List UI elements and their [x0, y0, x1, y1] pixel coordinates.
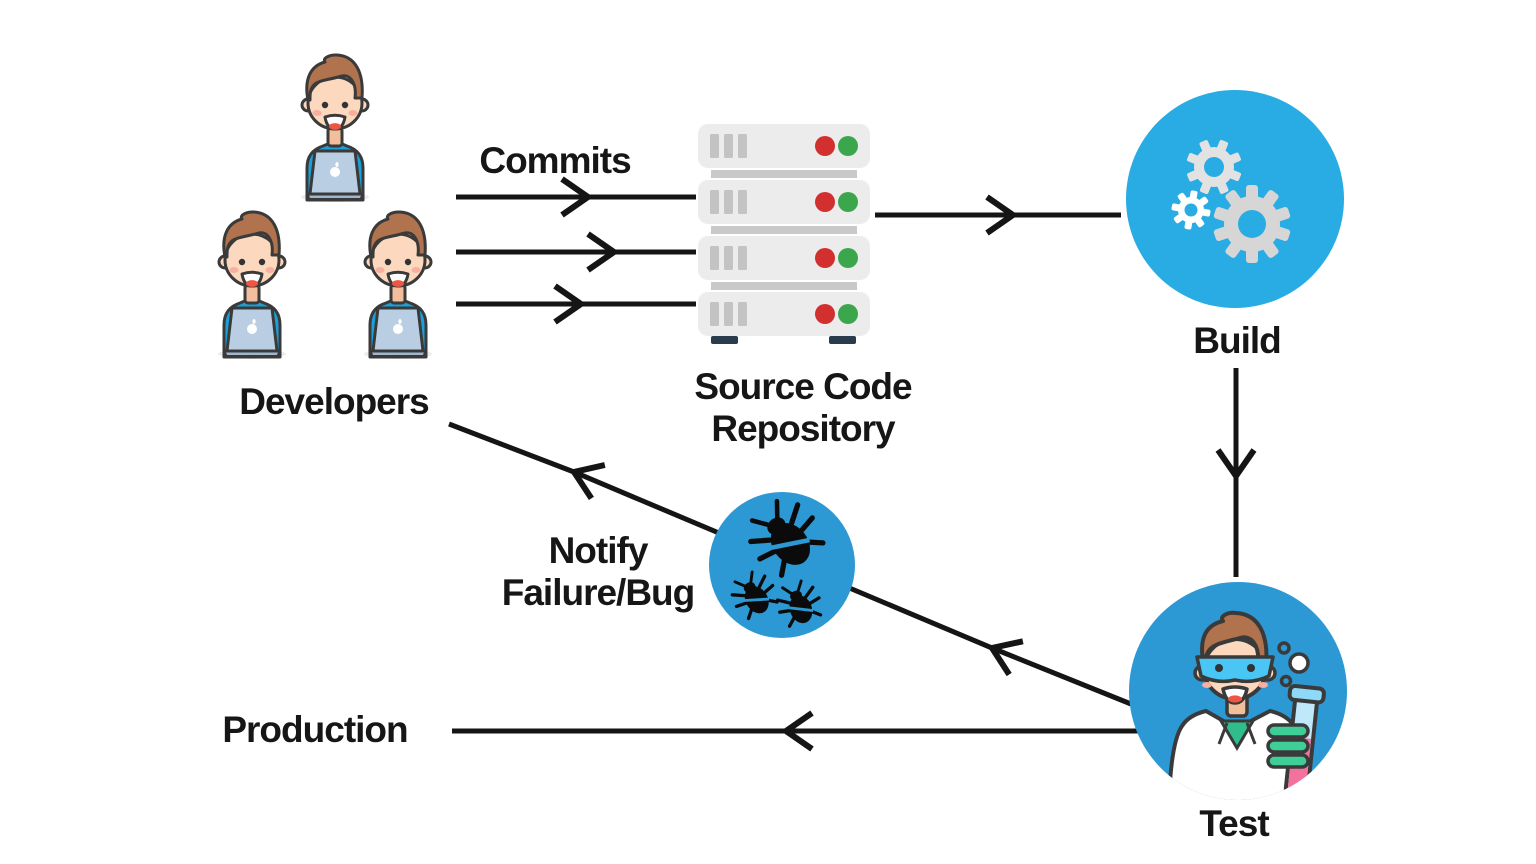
led-green-icon: [838, 136, 858, 156]
commits-label: Commits: [479, 140, 631, 181]
server-unit: [698, 124, 870, 168]
developer-avatar-top: [299, 53, 371, 204]
build-node: [1126, 90, 1344, 308]
led-red-icon: [815, 304, 835, 324]
developers-icon: [216, 53, 434, 361]
test-label: Test: [1199, 803, 1269, 844]
led-red-icon: [815, 136, 835, 156]
led-green-icon: [838, 248, 858, 268]
notify-failure-label: Notify Failure/Bug: [501, 530, 696, 613]
server-unit: [698, 180, 870, 224]
bubble-icon: [1277, 641, 1291, 655]
developer-avatar-right: [362, 210, 434, 361]
led-red-icon: [815, 192, 835, 212]
server-unit: [698, 236, 870, 280]
glove-icon: [1266, 723, 1310, 769]
server-unit: [698, 292, 870, 336]
bubble-icon: [1279, 674, 1293, 688]
build-label: Build: [1193, 320, 1281, 361]
server-icon: [698, 124, 870, 344]
led-green-icon: [838, 304, 858, 324]
repository-label: Source Code Repository: [694, 366, 912, 449]
test-node: [1129, 582, 1347, 800]
production-label: Production: [222, 709, 408, 750]
developer-avatar-left: [216, 210, 288, 361]
led-green-icon: [838, 192, 858, 212]
led-red-icon: [815, 248, 835, 268]
scientist-icon: [1167, 610, 1326, 800]
gears-icon: [1171, 139, 1291, 263]
developers-label: Developers: [239, 381, 430, 422]
bubble-icon: [1288, 652, 1310, 674]
